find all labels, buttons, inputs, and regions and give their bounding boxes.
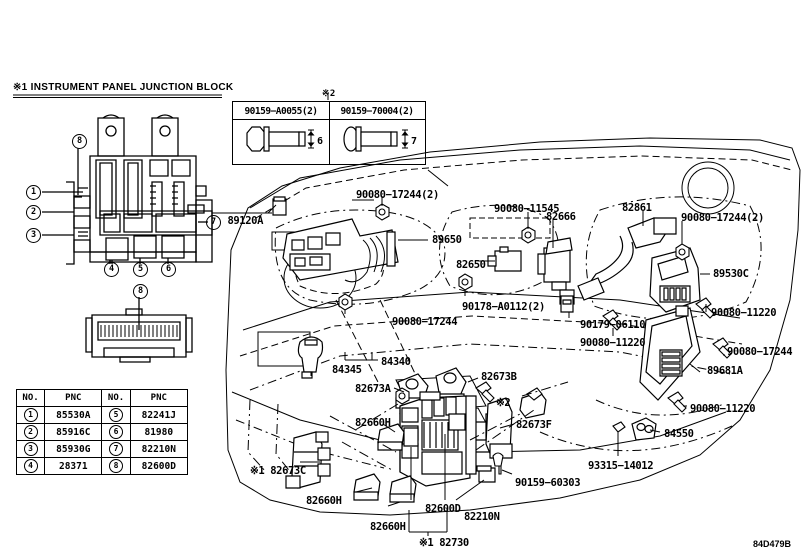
lbl-89120a: 89120A [227, 215, 263, 227]
cell-no-left: 2 [15, 423, 46, 441]
lbl-89530c: 89530C [713, 268, 749, 280]
table-row: 4 28371 8 82600D [15, 457, 189, 475]
lbl-84345: 84345 [332, 364, 362, 376]
lbl-82673f: 82673F [516, 419, 552, 431]
bolt-illustrations: 6 7 [246, 126, 417, 152]
circled-number: 2 [23, 425, 38, 439]
jb-callout-5: 5 [133, 262, 148, 277]
lbl-90080-17244b: 90080−17244(2) [681, 212, 764, 224]
cell-pnc-right: 82241J [129, 406, 189, 424]
cell-no-left: 1 [15, 406, 46, 424]
lbl-82861: 82861 [622, 202, 652, 214]
lbl-84340: 84340 [381, 356, 411, 368]
bolt-part-2: 90159−70004(2) [340, 106, 414, 117]
svg-text:6: 6 [317, 136, 323, 147]
jb-callout-3: 3 [26, 228, 41, 243]
cell-no-right: 8 [101, 457, 131, 475]
lbl-90080-11220b: 90080−11220 [580, 337, 646, 349]
lbl-82673a: 82673A [355, 383, 391, 395]
lbl-89650: 89650 [432, 234, 462, 246]
cell-no-left: 4 [15, 457, 46, 475]
table-row: 1 85530A 5 82241J [15, 406, 189, 424]
jb-callout-7: 7 [206, 215, 221, 230]
circled-number: 7 [109, 442, 124, 456]
lbl-90178-a0112: 90178−A0112(2) [462, 301, 545, 313]
lbl-82600d: 82600D [425, 503, 461, 515]
lbl-82666: 82666 [546, 211, 576, 223]
lbl-90080-11220c: 90080−11220 [690, 403, 756, 415]
jb-callout-8-top: 8 [72, 134, 87, 149]
lbl-90080-17244d: 90080−17244 [727, 346, 793, 358]
pnc-col-pnc-left: PNC [44, 389, 103, 407]
circled-number: 1 [23, 408, 38, 422]
table-row: 2 85916C 6 81980 [15, 423, 189, 441]
svg-text:7: 7 [411, 136, 417, 147]
circled-number: 3 [23, 442, 38, 456]
lbl-90159-60303: 90159−60303 [515, 477, 581, 489]
table-row: 3 85930G 7 82210N [15, 440, 189, 458]
cell-pnc-left: 85930G [44, 440, 103, 458]
cell-pnc-left: 85916C [44, 423, 103, 441]
pnc-col-no-left: NO. [15, 389, 46, 407]
lbl-90080-11545: 90080−11545 [494, 203, 560, 215]
lbl-82660h-left: 82660H [306, 495, 342, 507]
jb-callout-8-connector: 8 [133, 284, 148, 299]
drawing-number: 84D479B [753, 539, 792, 549]
jb-callout-2: 2 [26, 205, 41, 220]
lbl-90179-06110: 90179−06110 [580, 319, 646, 331]
lbl-82660h-top: 82660H [355, 417, 391, 429]
jb-callout-1: 1 [26, 185, 41, 200]
bolt-box-note: ※2 [322, 89, 336, 99]
cell-pnc-right: 82210N [129, 440, 189, 458]
cell-pnc-left: 28371 [44, 457, 103, 475]
cell-no-left: 3 [15, 440, 46, 458]
section-title: ※1 INSTRUMENT PANEL JUNCTION BLOCK [13, 82, 234, 93]
lbl-82673b: 82673B [481, 371, 517, 383]
circled-number: 6 [109, 425, 124, 439]
cell-pnc-right: 82600D [129, 457, 189, 475]
cell-no-right: 7 [101, 440, 131, 458]
lbl-82650: 82650 [456, 259, 486, 271]
bolt-spec-box: 90159−A0055(2) 90159−70004(2) 6 [232, 101, 426, 165]
pnc-col-pnc-right: PNC [129, 389, 189, 407]
lbl-82210n: 82210N [464, 511, 500, 523]
cell-no-right: 6 [101, 423, 131, 441]
jb-callout-6: 6 [161, 262, 176, 277]
lbl-sub2-mid: ※2 [496, 397, 511, 409]
lbl-90080-11220a: 90080−11220 [711, 307, 777, 319]
lbl-89681a: 89681A [707, 365, 743, 377]
lbl-82660h-bot: 82660H [370, 521, 406, 533]
pnc-table-header-row: NO. PNC NO. PNC [15, 389, 189, 407]
lbl-93315-14012: 93315−14012 [588, 460, 654, 472]
cell-no-right: 5 [101, 406, 131, 424]
lbl-82730: ※1 82730 [419, 537, 469, 549]
lbl-84550: 84550 [664, 428, 694, 440]
lbl-90080-17244c: 90080−17244 [392, 316, 458, 328]
circled-number: 5 [109, 408, 124, 422]
cell-pnc-right: 81980 [129, 423, 189, 441]
bolt-part-1: 90159−A0055(2) [244, 106, 318, 117]
circled-number: 8 [109, 459, 124, 473]
lbl-90080-17244a: 90080−17244(2) [356, 189, 439, 201]
pnc-col-no-right: NO. [101, 389, 131, 407]
cell-pnc-left: 85530A [44, 406, 103, 424]
circled-number: 4 [23, 459, 38, 473]
lbl-82673c: ※1 82673C [250, 465, 306, 477]
jb-callout-4: 4 [104, 262, 119, 277]
